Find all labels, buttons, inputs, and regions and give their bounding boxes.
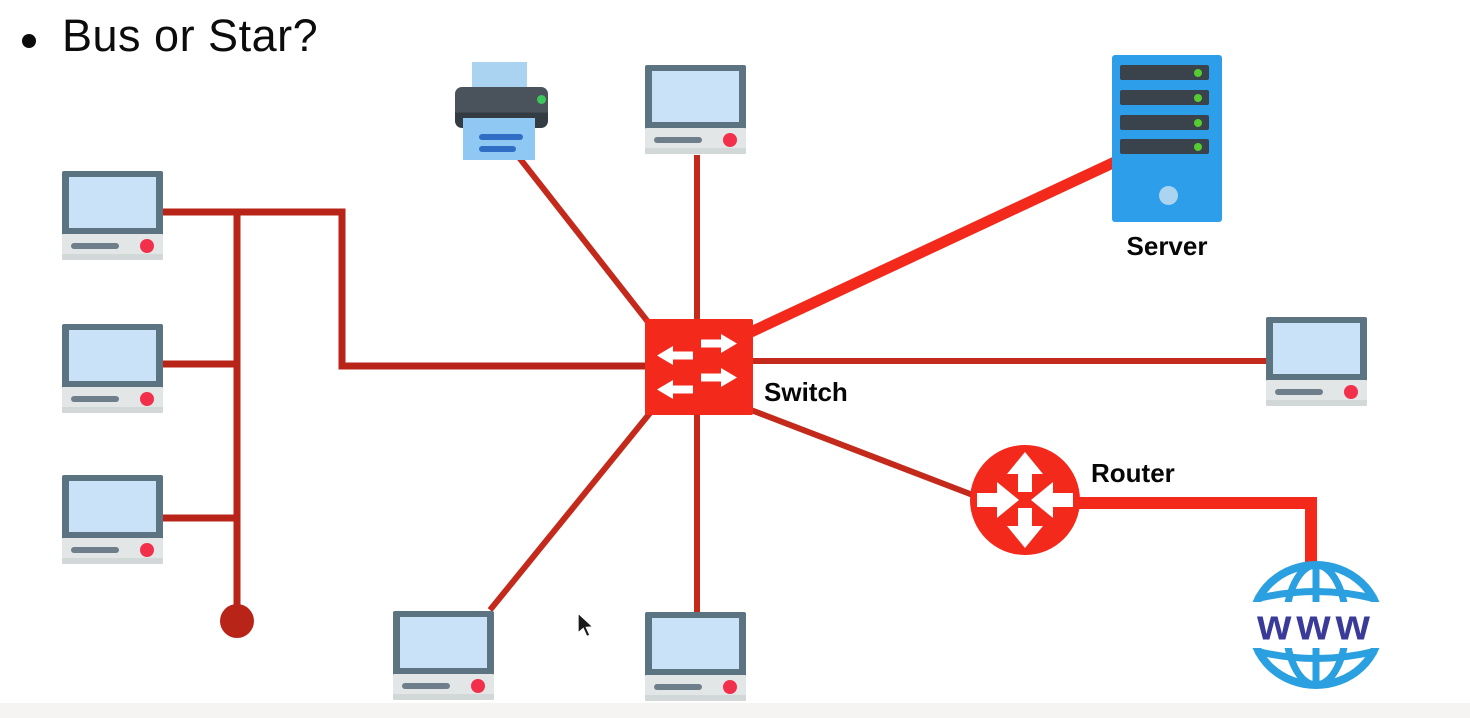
power-dot bbox=[140, 392, 154, 406]
server-led bbox=[1194, 69, 1202, 77]
monitor-screen bbox=[652, 618, 739, 669]
printer-led bbox=[537, 95, 546, 104]
computer-base bbox=[645, 675, 746, 701]
printed-text-line bbox=[479, 146, 516, 152]
drive-slot bbox=[1275, 389, 1323, 395]
thick-links bbox=[748, 156, 1317, 565]
switch-to-bottom-left-pc-line bbox=[487, 411, 653, 612]
monitor-screen bbox=[69, 330, 156, 381]
server-bay bbox=[1120, 139, 1209, 154]
computer-icon-left-3 bbox=[62, 475, 163, 564]
printed-text-line bbox=[479, 134, 523, 140]
switch-icon bbox=[645, 319, 753, 415]
slide-title-text: Bus or Star? bbox=[62, 10, 319, 61]
power-dot bbox=[723, 133, 737, 147]
computer-icon-left-1 bbox=[62, 171, 163, 260]
server-led bbox=[1194, 143, 1202, 151]
computer-base bbox=[62, 387, 163, 413]
switch-to-printer-line bbox=[507, 144, 655, 329]
monitor-screen bbox=[69, 481, 156, 532]
www-globe-icon: www bbox=[1247, 561, 1385, 689]
switch-to-router-line bbox=[749, 407, 980, 500]
power-dot bbox=[140, 543, 154, 557]
computer-icon-bottom-left bbox=[393, 611, 494, 700]
slide-bottom-edge bbox=[0, 703, 1470, 718]
star-topology-lines bbox=[487, 144, 1268, 612]
bullet-icon bbox=[22, 34, 36, 48]
mouse-cursor bbox=[577, 612, 595, 638]
printer-icon bbox=[455, 62, 548, 160]
computer-base bbox=[62, 538, 163, 564]
server-led bbox=[1194, 94, 1202, 102]
monitor-bezel bbox=[1266, 317, 1367, 383]
power-dot bbox=[723, 680, 737, 694]
drive-slot bbox=[71, 396, 119, 402]
bus-topology-lines bbox=[163, 208, 649, 638]
globe-graphic: www bbox=[1247, 561, 1385, 689]
bus-to-switch-line bbox=[163, 208, 649, 370]
drive-slot bbox=[71, 243, 119, 249]
server-bay bbox=[1120, 90, 1209, 105]
power-dot bbox=[1344, 385, 1358, 399]
computer-base bbox=[62, 234, 163, 260]
router-label: Router bbox=[1091, 458, 1175, 488]
computer-base bbox=[645, 128, 746, 154]
computer-icon-top bbox=[645, 65, 746, 154]
computer-icon-left-2 bbox=[62, 324, 163, 413]
monitor-screen bbox=[69, 177, 156, 228]
server-bay bbox=[1120, 65, 1209, 80]
slide-title: Bus or Star? bbox=[20, 10, 318, 62]
power-dot bbox=[140, 239, 154, 253]
switch-to-server-line bbox=[748, 156, 1120, 337]
monitor-bezel bbox=[645, 612, 746, 678]
monitor-bezel bbox=[645, 65, 746, 131]
monitor-bezel bbox=[62, 324, 163, 390]
monitor-screen bbox=[400, 617, 487, 668]
drive-slot bbox=[654, 137, 702, 143]
server-label: Server bbox=[1126, 231, 1208, 261]
monitor-bezel bbox=[62, 475, 163, 541]
switch-label: Switch bbox=[764, 377, 848, 407]
server-led bbox=[1194, 119, 1202, 127]
switch-arrows-icon bbox=[657, 334, 737, 399]
printer-paper-out bbox=[463, 118, 535, 160]
router-arrows-icon bbox=[977, 452, 1073, 548]
drive-slot bbox=[654, 684, 702, 690]
monitor-bezel bbox=[62, 171, 163, 237]
server-icon bbox=[1112, 55, 1222, 222]
computer-icon-bottom-center bbox=[645, 612, 746, 701]
computer-base bbox=[1266, 380, 1367, 406]
drive-slot bbox=[402, 683, 450, 689]
monitor-screen bbox=[652, 71, 739, 122]
drive-slot bbox=[71, 547, 119, 553]
power-dot bbox=[471, 679, 485, 693]
bus-terminator-dot bbox=[220, 604, 254, 638]
router-to-internet-line bbox=[1077, 497, 1317, 565]
server-bay bbox=[1120, 115, 1209, 130]
monitor-screen bbox=[1273, 323, 1360, 374]
computer-icon-right bbox=[1266, 317, 1367, 406]
router-icon bbox=[970, 445, 1080, 555]
computer-base bbox=[393, 674, 494, 700]
monitor-bezel bbox=[393, 611, 494, 677]
server-power-button bbox=[1159, 186, 1178, 205]
www-label: www bbox=[1256, 601, 1375, 650]
